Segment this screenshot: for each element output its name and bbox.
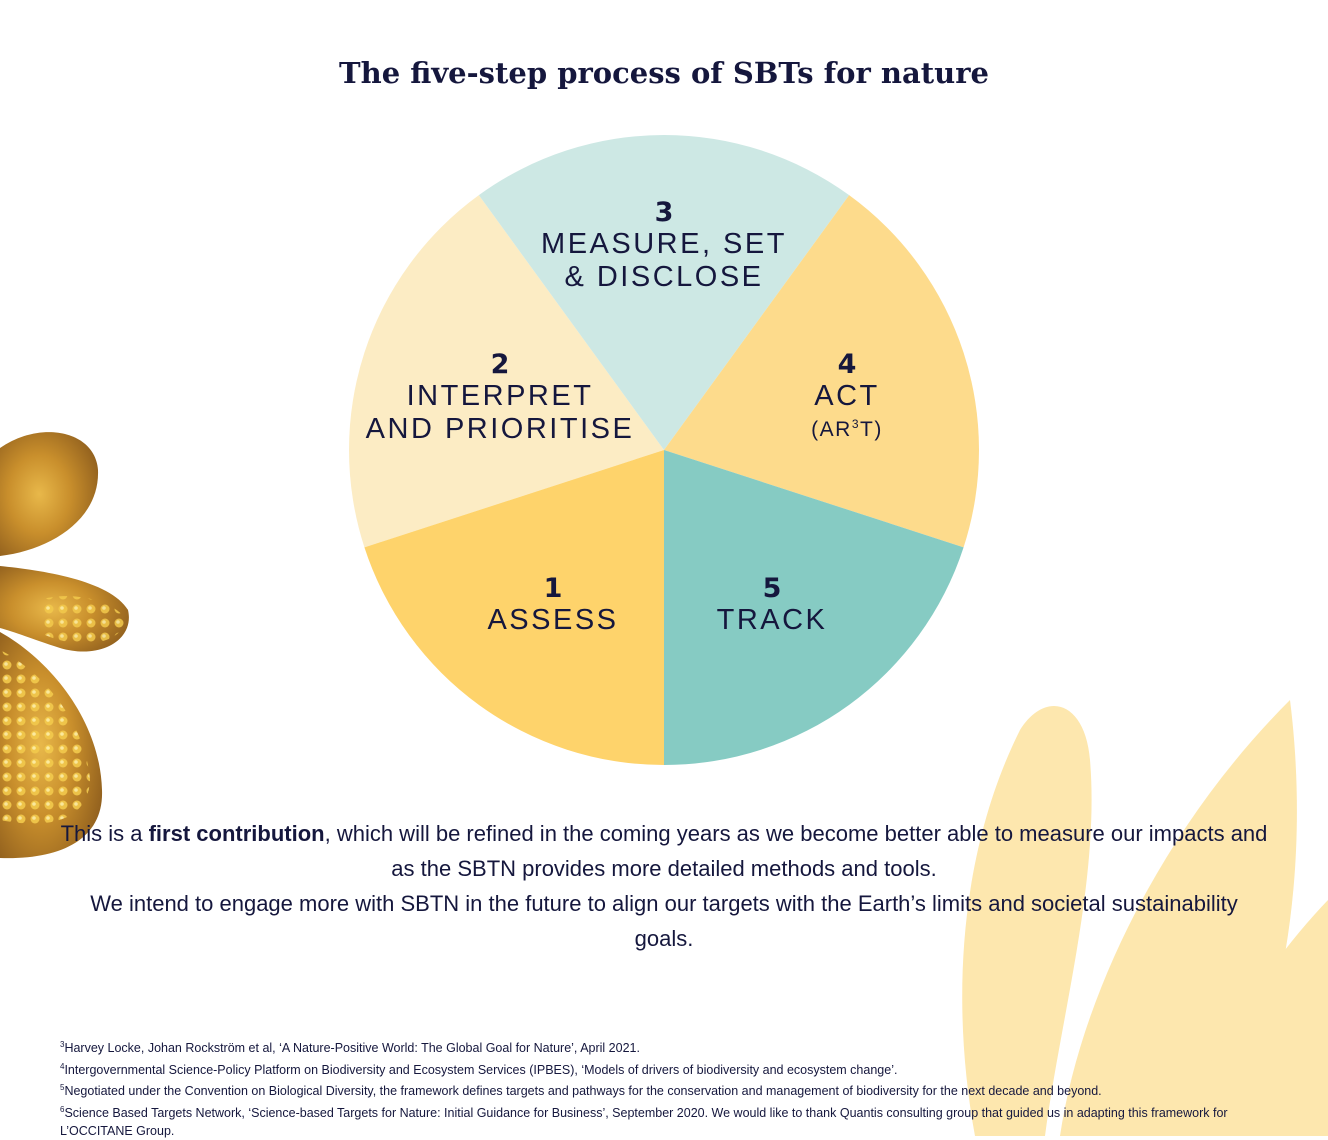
step-1-label: 1 ASSESS — [487, 574, 618, 637]
segment-interpret — [478, 135, 850, 450]
step-2-label: 2 INTERPRET AND PRIORITISE — [366, 350, 635, 446]
flower-petal-top — [0, 432, 99, 556]
flower-petal-bottom-dots — [0, 650, 90, 824]
step-1-text: ASSESS — [487, 604, 619, 636]
page-title: The five-step process of SBTs for nature — [339, 56, 989, 90]
step-3-label: 3 MEASURE, SET & DISCLOSE — [541, 198, 787, 294]
step-3-text-line1: MEASURE, SET — [541, 228, 787, 260]
body-paragraph-2: We intend to engage more with SBTN in th… — [90, 891, 1238, 951]
step-2-text-line2: AND PRIORITISE — [365, 413, 635, 445]
step-1-number: 1 — [543, 573, 563, 604]
leaf-shape-far — [1170, 900, 1328, 1136]
segment-assess — [349, 195, 664, 548]
step-4-number: 4 — [837, 349, 857, 380]
step-4-text: ACT — [814, 380, 880, 412]
leaf-shape-left — [962, 706, 1092, 1136]
footnote-6: 6Science Based Targets Network, ‘Science… — [60, 1104, 1228, 1138]
step-2-text-line1: INTERPRET — [406, 380, 594, 412]
footnote-4: 4Intergovernmental Science-Policy Platfo… — [60, 1061, 898, 1077]
body-paragraph-1: This is a first contribution, which will… — [60, 821, 1268, 881]
flower-petal-middle-dots — [40, 596, 126, 644]
step-5-text: TRACK — [716, 604, 828, 636]
body-text: This is a first contribution, which will… — [60, 816, 1268, 956]
step-3-number: 3 — [654, 197, 674, 228]
footnote-5: 5Negotiated under the Convention on Biol… — [60, 1083, 1102, 1099]
segment-measure — [664, 195, 979, 548]
step-2-number: 2 — [490, 349, 510, 380]
footnotes: 3Harvey Locke, Johan Rockström et al, ‘A… — [60, 1036, 1260, 1140]
body-bold-phrase: first contribution — [148, 821, 325, 846]
step-5-number: 5 — [762, 573, 782, 604]
step-4-subtext: (AR3T) — [811, 417, 883, 441]
step-5-label: 5 TRACK — [717, 574, 828, 637]
step-3-text-line2: & DISCLOSE — [564, 261, 764, 293]
step-4-label: 4 ACT (AR3T) — [811, 350, 883, 441]
footnote-3: 3Harvey Locke, Johan Rockström et al, ‘A… — [60, 1040, 640, 1056]
segment-act — [664, 450, 964, 765]
segment-track — [364, 450, 664, 765]
